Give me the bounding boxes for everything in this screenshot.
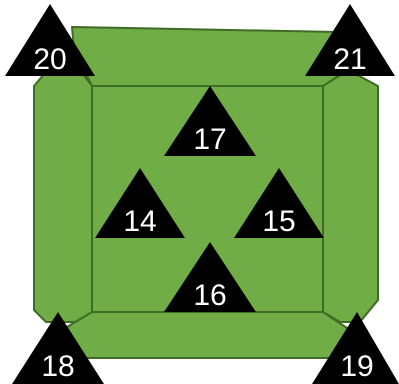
marker-label-17: 17	[193, 123, 226, 156]
top-panel	[72, 27, 348, 86]
marker-label-19: 19	[340, 350, 373, 383]
marker-label-20: 20	[33, 43, 66, 76]
marker-label-21: 21	[333, 43, 366, 76]
marker-label-16: 16	[193, 279, 226, 312]
left-panel	[34, 62, 92, 322]
right-panel	[323, 70, 378, 322]
marker-label-18: 18	[41, 350, 74, 383]
bottom-panel	[62, 312, 350, 358]
marker-label-14: 14	[123, 205, 156, 238]
marker-label-15: 15	[262, 205, 295, 238]
